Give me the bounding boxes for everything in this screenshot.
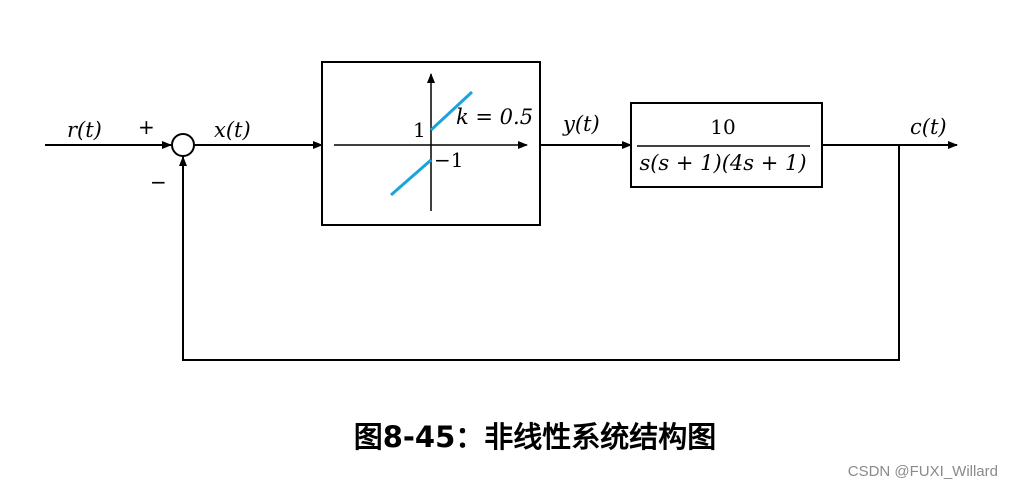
feedback-path: [179, 145, 900, 361]
plant-denominator: s(s + 1)(4s + 1): [639, 151, 806, 175]
intermediate-label: y(t): [562, 112, 600, 136]
summing-junction: [171, 133, 195, 157]
plant-block: [630, 102, 823, 188]
output-label: c(t): [910, 115, 947, 139]
minus-sign: −: [150, 170, 167, 194]
plant-numerator: 10: [710, 115, 735, 139]
slope-label: k = 0.5: [456, 105, 533, 129]
figure-caption: 图8-45：非线性系统结构图: [354, 420, 717, 454]
input-label: r(t): [67, 118, 102, 142]
error-label: x(t): [214, 118, 251, 142]
upper-intercept-label: 1: [413, 118, 426, 142]
watermark: CSDN @FUXI_Willard: [848, 463, 998, 480]
plus-sign: +: [138, 115, 155, 139]
characteristic-upper-branch: [429, 90, 474, 132]
characteristic-lower-branch: [390, 158, 432, 197]
lower-intercept-label: −1: [434, 148, 463, 172]
